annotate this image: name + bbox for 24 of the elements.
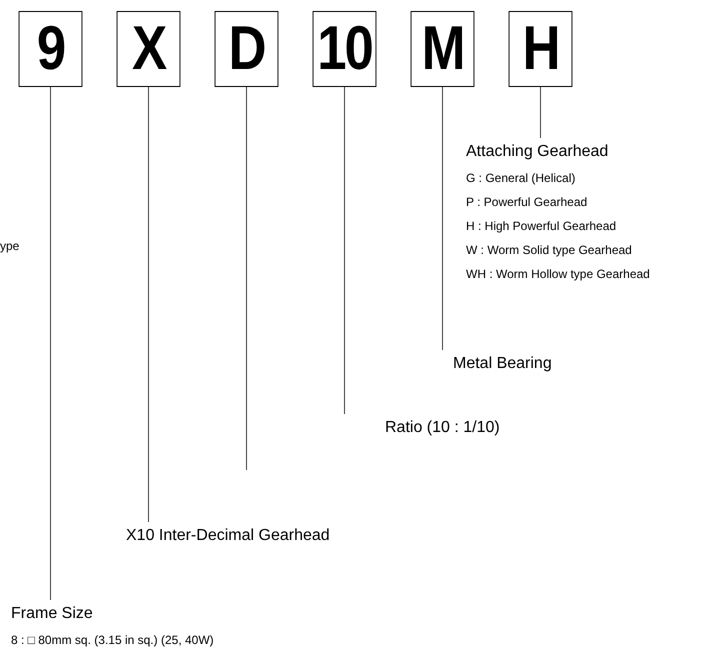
option-text: W : Worm Solid type Gearhead — [466, 242, 633, 258]
leader-line — [344, 86, 345, 414]
leader-line — [50, 86, 51, 600]
field-title: Metal Bearing — [453, 354, 552, 374]
code-letter-box: M — [410, 11, 474, 87]
code-letter-box: D — [214, 11, 278, 87]
field-title: Attaching Gearhead — [466, 142, 610, 162]
cut-off-text: ype — [0, 238, 20, 255]
field-title: Frame Size — [11, 604, 94, 624]
leader-line — [442, 86, 443, 350]
option-text: WH : Worm Hollow type Gearhead — [466, 266, 650, 282]
option-text: P : Powerful Gearhead — [466, 194, 588, 210]
code-letter-box: 10 — [312, 11, 376, 87]
field-title: Ratio (10 : 1/10) — [385, 418, 500, 438]
leader-line — [148, 86, 149, 522]
code-letter-box: 9 — [18, 11, 82, 87]
option-text: H : High Powerful Gearhead — [466, 218, 618, 234]
leader-line — [246, 86, 247, 470]
code-letter-box: X — [116, 11, 180, 87]
leader-line — [540, 86, 541, 138]
option-text: G : General (Helical) — [466, 170, 576, 186]
field-title: X10 Inter-Decimal Gearhead — [126, 526, 330, 546]
code-letter-box: H — [508, 11, 572, 87]
option-text: 8 : □ 80mm sq. (3.15 in sq.) (25, 40W) — [11, 632, 214, 648]
